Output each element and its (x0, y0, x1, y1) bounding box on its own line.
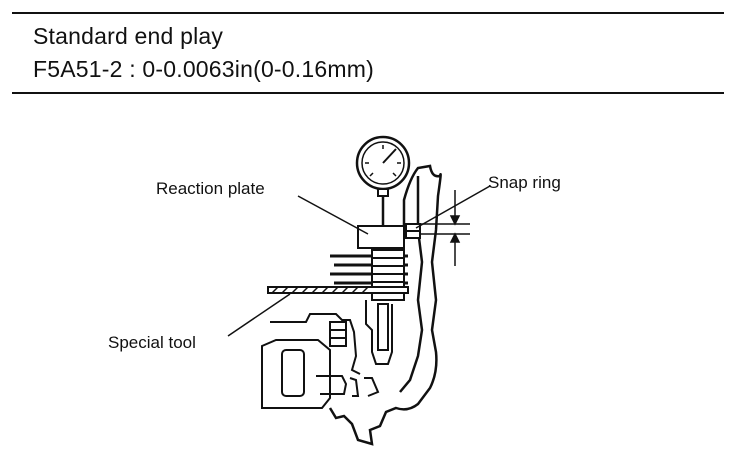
spec-value: F5A51-2 : 0-0.0063in(0-0.16mm) (33, 56, 374, 82)
reaction-plate (357, 225, 405, 249)
piston-assembly (261, 300, 393, 409)
spec-title: Standard end play (33, 23, 224, 49)
special-tool-bar (267, 286, 409, 294)
top-rule (12, 12, 724, 14)
end-play-dimension (420, 190, 470, 266)
leader-lines (227, 185, 491, 337)
label-special-tool: Special tool (108, 333, 196, 352)
dial-gauge-icon (355, 135, 411, 226)
bottom-rule (12, 92, 724, 94)
label-snap-ring: Snap ring (488, 173, 561, 192)
label-reaction-plate: Reaction plate (156, 179, 265, 198)
